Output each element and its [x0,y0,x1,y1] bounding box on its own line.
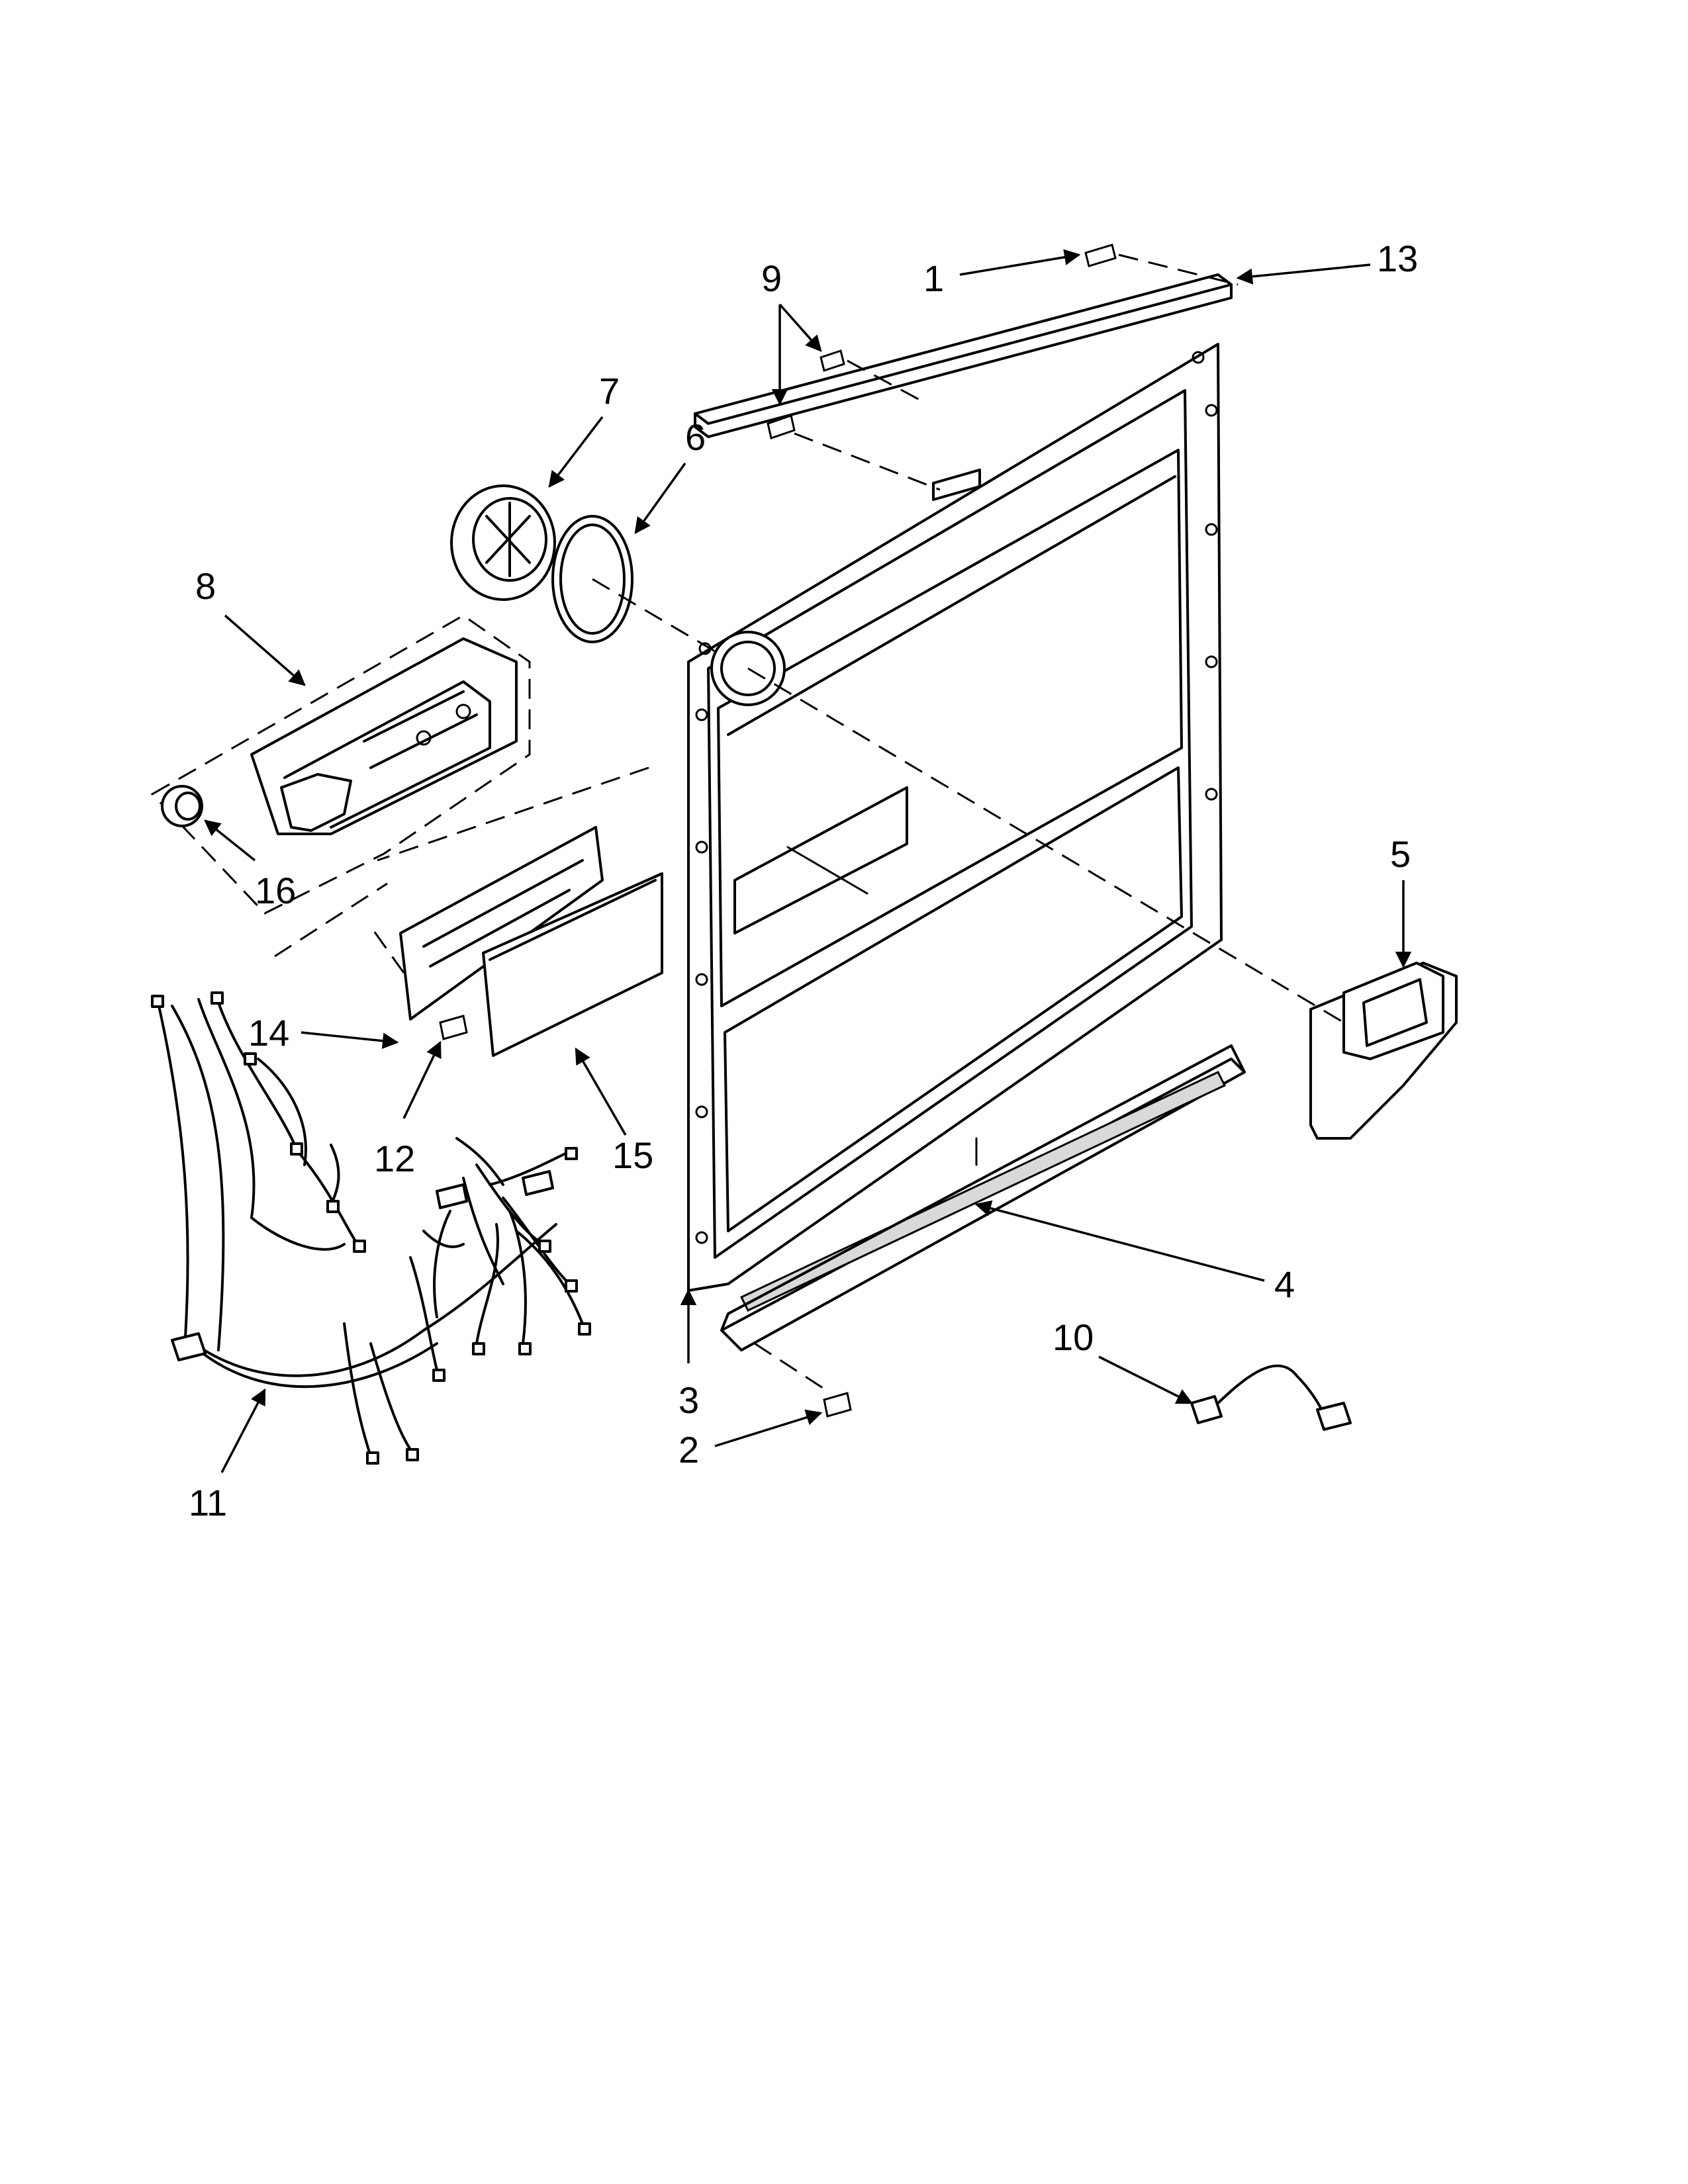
callout-10: 10 [1053,1316,1094,1358]
callout-4: 4 [1274,1263,1295,1305]
screws-9 [767,349,845,439]
control-console-assembly [150,614,531,915]
door-vent-assembly [1309,962,1458,1140]
board-cover [482,872,663,1057]
top-door-channel [694,273,1233,501]
callout-8: 8 [195,565,216,607]
callout-2: 2 [679,1429,699,1471]
vent-cap [450,484,556,601]
wiring-harness [151,991,591,1465]
control-board [399,826,604,1021]
callout-13: 13 [1377,238,1418,279]
callout-11: 11 [189,1482,227,1524]
control-knob [161,785,203,827]
vent-seal-ring [551,515,633,643]
callout-7: 7 [599,370,620,412]
inner-door-panel [687,343,1223,1292]
screw-2 [823,1392,852,1418]
callout-5: 5 [1390,833,1411,875]
callout-3: 3 [679,1379,699,1421]
wire-lead [1190,1364,1352,1431]
callout-1: 1 [923,257,944,299]
callout-12: 12 [374,1138,415,1179]
callout-6: 6 [685,416,706,458]
callout-16: 16 [255,870,296,911]
callout-14: 14 [248,1012,289,1054]
callout-9: 9 [761,257,782,299]
leader-arrows [204,249,1412,1473]
callout-15: 15 [612,1134,653,1176]
screw-top-1 [1084,244,1117,267]
screw-12 [439,1015,468,1040]
